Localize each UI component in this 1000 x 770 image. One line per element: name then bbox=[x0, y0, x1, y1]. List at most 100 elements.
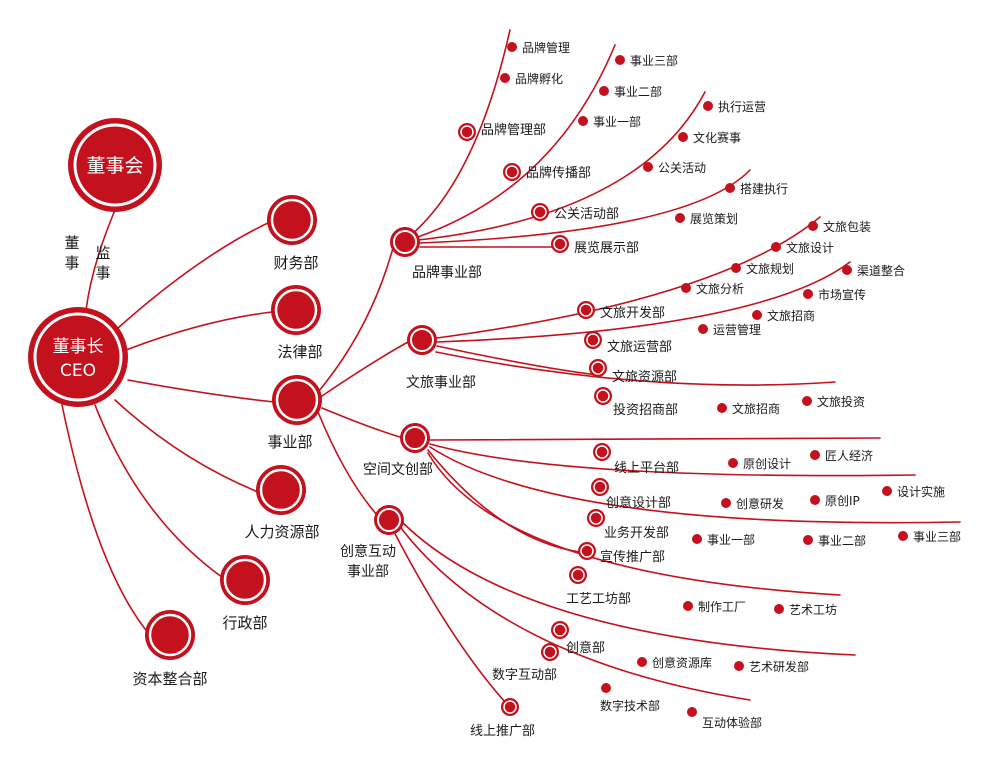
leaf-item: 事业二部 bbox=[599, 84, 662, 99]
leaf-item: 匠人经济 bbox=[810, 448, 873, 463]
division-brand-label: 品牌事业部 bbox=[412, 264, 482, 281]
leaf-item: 艺术工坊 bbox=[774, 602, 837, 617]
division-space-creative-label: 空间文创部 bbox=[363, 462, 433, 478]
edge-space-design bbox=[429, 443, 916, 477]
leaf-item: 搭建执行 bbox=[725, 182, 788, 196]
department-admin: 行政部 bbox=[220, 555, 270, 632]
unit-pr-events: 公关活动部 bbox=[531, 203, 619, 222]
leaf-item: 市场宣传 bbox=[803, 287, 866, 302]
edge-business-travel bbox=[321, 341, 409, 397]
leaf-item: 事业一部 bbox=[692, 532, 755, 547]
leaf-item: 事业三部 bbox=[615, 53, 678, 68]
ceo-label-line2: CEO bbox=[60, 361, 96, 381]
unit-exhibition: 展览展示部 bbox=[551, 235, 639, 256]
edge-ceo-business bbox=[127, 379, 275, 403]
department-business: 事业部 bbox=[267, 375, 322, 451]
leaf-item-label: 设计实施 bbox=[897, 484, 945, 499]
leaf-item-label: 文旅规划 bbox=[746, 261, 794, 276]
leaf-item-label: 艺术工坊 bbox=[789, 602, 837, 617]
leaf-items: 品牌管理 品牌孵化 事业三部 事业二部 事业一部 执行运营 文化赛事 公关活动 … bbox=[500, 40, 961, 730]
unit-travel-resources-label: 文旅资源部 bbox=[612, 370, 677, 385]
unit-craft-workshop-label: 工艺工坊部 bbox=[566, 592, 631, 607]
division-brand: 品牌事业部 bbox=[390, 227, 482, 281]
unit-digital-label: 数字互动部 bbox=[492, 668, 557, 683]
leaf-item-label: 市场宣传 bbox=[818, 287, 866, 302]
edge-ceo-capital bbox=[59, 394, 151, 636]
unit-travel-investment: 投资招商部 bbox=[594, 387, 678, 418]
edge-board-ceo bbox=[85, 209, 116, 311]
sub-units: 品牌管理部 品牌传播部 公关活动部 展览展示部 文旅开发部 文旅运营部 文旅资源… bbox=[458, 122, 679, 739]
leaf-item-label: 文旅包装 bbox=[823, 219, 871, 234]
unit-online-promo-label: 线上推广部 bbox=[470, 724, 535, 739]
leaf-item: 文旅招商 bbox=[717, 401, 780, 416]
unit-travel-operation: 文旅运营部 bbox=[584, 331, 672, 355]
leaf-item: 文旅分析 bbox=[681, 281, 744, 296]
unit-travel-development: 文旅开发部 bbox=[577, 301, 665, 321]
edge-ceo-hr bbox=[114, 399, 259, 493]
leaf-item: 文旅包装 bbox=[808, 219, 871, 234]
leaf-item-label: 文旅招商 bbox=[732, 401, 780, 416]
division-culture-travel: 文旅事业部 bbox=[406, 325, 476, 391]
leaf-item: 制作工厂 bbox=[683, 600, 746, 614]
edge-travel-development bbox=[436, 216, 821, 339]
leaf-item-label: 事业三部 bbox=[913, 529, 961, 544]
unit-pr-events-label: 公关活动部 bbox=[554, 207, 619, 222]
unit-digital: 数字互动部 bbox=[492, 643, 559, 683]
leaf-item: 事业二部 bbox=[803, 533, 866, 548]
edge-space-business-dev bbox=[429, 446, 961, 524]
leaf-item-label: 文旅招商 bbox=[767, 308, 815, 323]
edge-travel-investment bbox=[435, 351, 836, 386]
edge-interactive-digital bbox=[397, 523, 751, 701]
leaf-item: 渠道整合 bbox=[842, 263, 905, 278]
leaf-item: 原创IP bbox=[810, 494, 860, 508]
leaf-item: 公关活动 bbox=[643, 161, 706, 175]
department-finance: 财务部 bbox=[267, 195, 319, 272]
leaf-item-label: 执行运营 bbox=[718, 100, 766, 114]
division-creative-interactive-label-1: 创意互动 bbox=[340, 543, 396, 560]
leaf-item-label: 艺术研发部 bbox=[749, 659, 809, 674]
leaf-item: 创意研发 bbox=[721, 496, 784, 511]
leaf-item-label: 文化赛事 bbox=[693, 130, 741, 145]
unit-brand-management: 品牌管理部 bbox=[458, 122, 546, 141]
leaf-item: 数字技术部 bbox=[600, 683, 660, 713]
unit-online-platform-label: 线上平台部 bbox=[614, 461, 679, 476]
leaf-item-label: 品牌孵化 bbox=[515, 72, 563, 86]
leaf-item-label: 事业一部 bbox=[593, 114, 641, 129]
board-node: 董事会 bbox=[68, 118, 162, 212]
unit-online-promo: 线上推广部 bbox=[470, 698, 535, 739]
leaf-item-label: 事业三部 bbox=[630, 53, 678, 68]
leaf-item: 原创设计 bbox=[728, 457, 791, 471]
leaf-item: 文旅投资 bbox=[802, 394, 865, 409]
leaf-item-label: 文旅设计 bbox=[786, 240, 834, 255]
leaf-item-label: 创意研发 bbox=[736, 496, 784, 511]
leaf-item-label: 原创设计 bbox=[743, 457, 791, 471]
relation-left-1: 董 bbox=[64, 234, 79, 252]
leaf-item-label: 匠人经济 bbox=[825, 448, 873, 463]
edge-ceo-finance bbox=[117, 221, 271, 329]
leaf-item: 事业一部 bbox=[578, 114, 641, 129]
unit-craft-workshop: 工艺工坊部 bbox=[566, 566, 631, 607]
edge-travel-operation bbox=[436, 261, 851, 343]
unit-creative: 创意部 bbox=[551, 621, 605, 656]
edge-space-craft bbox=[427, 452, 841, 596]
unit-travel-operation-label: 文旅运营部 bbox=[607, 340, 672, 355]
unit-promotion-label: 宣传推广部 bbox=[600, 549, 665, 565]
edge-interactive-creative bbox=[399, 519, 856, 656]
leaf-item: 品牌管理 bbox=[507, 40, 570, 55]
division-creative-interactive: 创意互动 事业部 bbox=[340, 505, 404, 580]
board-label: 董事会 bbox=[86, 155, 143, 177]
unit-brand-management-label: 品牌管理部 bbox=[481, 122, 546, 138]
unit-travel-development-label: 文旅开发部 bbox=[600, 305, 665, 321]
leaf-item: 文旅设计 bbox=[771, 240, 834, 255]
leaf-item: 文化赛事 bbox=[678, 130, 741, 145]
leaf-item-label: 品牌管理 bbox=[522, 40, 570, 55]
leaf-item: 艺术研发部 bbox=[734, 659, 809, 674]
department-capital: 资本整合部 bbox=[132, 610, 208, 688]
unit-brand-communication-label: 品牌传播部 bbox=[526, 165, 591, 181]
unit-business-dev: 业务开发部 bbox=[587, 509, 669, 541]
edge-interactive-online bbox=[391, 527, 506, 703]
leaf-item: 设计实施 bbox=[882, 484, 945, 499]
department-legal-label: 法律部 bbox=[277, 343, 322, 361]
unit-promotion: 宣传推广部 bbox=[578, 542, 665, 565]
unit-creative-label: 创意部 bbox=[566, 640, 605, 656]
